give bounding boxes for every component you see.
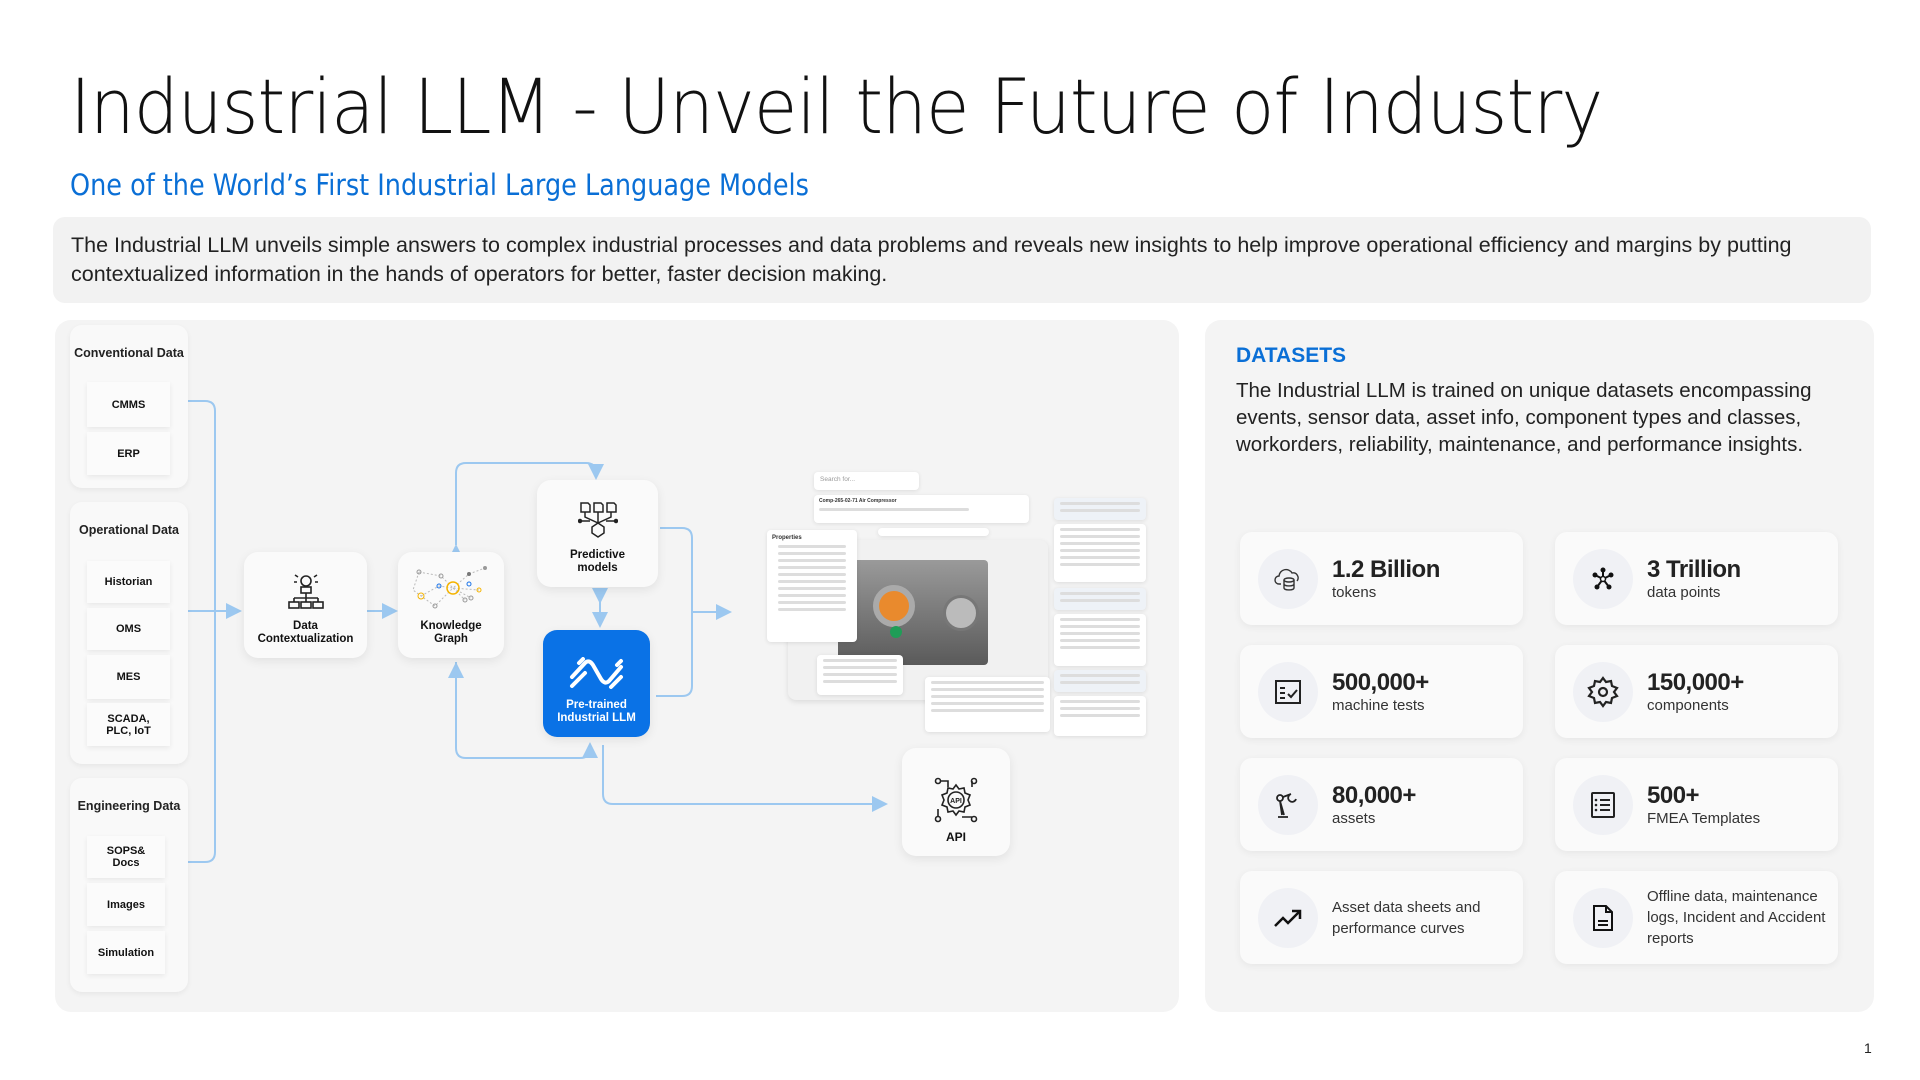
dataset-value: 80,000+ — [1332, 781, 1416, 809]
connector-outputs-bracket — [656, 527, 693, 697]
dataset-value: 150,000+ — [1647, 668, 1744, 696]
app-comparison-table — [925, 677, 1050, 732]
app-notifications-card — [817, 655, 903, 695]
node-api: API API — [902, 748, 1010, 856]
connector-sources-bracket — [188, 400, 216, 863]
checklist-icon — [1275, 679, 1301, 704]
page-title: Industrial LLM - Unveil the Future of In… — [70, 62, 1603, 151]
node-data-contextualization: Data Contextualization — [244, 552, 367, 658]
node-predictive-models: Predictive models — [537, 480, 658, 587]
datasets-description: The Industrial LLM is trained on unique … — [1236, 379, 1812, 456]
app-chat-column — [1054, 498, 1146, 744]
dataset-text: Asset data sheets and performance curves — [1332, 898, 1481, 937]
source-historian: Historian — [87, 561, 170, 603]
node-label: Data Contextualization — [257, 620, 354, 645]
dataset-value: 3 Trillion — [1647, 555, 1741, 583]
dataset-value: 500+ — [1647, 781, 1700, 809]
datasets-title: DATASETS — [1236, 344, 1347, 367]
node-label: Pre-trained Industrial LLM — [557, 699, 636, 724]
app-search-input: Search for... — [814, 472, 919, 490]
dataset-label: FMEA Templates — [1647, 809, 1761, 827]
robot-arm-icon — [1276, 792, 1297, 818]
connector-llm-to-kg — [455, 662, 598, 759]
description-box: The Industrial LLM unveils simple answer… — [53, 217, 1871, 303]
hub-nodes-icon — [1592, 567, 1614, 589]
dataset-label: components — [1647, 696, 1729, 714]
cloud-database-icon — [1274, 568, 1299, 591]
description-text: The Industrial LLM unveils simple answer… — [71, 233, 1792, 286]
app-properties-card: Properties — [767, 530, 857, 642]
group-title: Engineering Data — [77, 799, 181, 813]
source-sops-docs: SOPS& Docs — [87, 836, 165, 878]
source-images: Images — [87, 883, 165, 926]
industrial-llm-logo-icon — [569, 657, 623, 689]
source-cmms: CMMS — [87, 382, 170, 427]
app-properties-title: Properties — [772, 535, 802, 541]
node-pretrained-llm: Pre-trained Industrial LLM — [543, 630, 650, 737]
list-document-icon — [1591, 791, 1615, 818]
app-toolbar — [878, 528, 989, 536]
connector-kg-to-predictive — [455, 462, 604, 545]
node-label: API — [945, 830, 966, 844]
source-scada: SCADA, PLC, IoT — [87, 703, 170, 746]
dataset-card-machine-tests: 500,000+machine tests — [1240, 645, 1523, 738]
gear-icon — [1587, 675, 1619, 708]
connector-llm-to-api — [602, 745, 888, 812]
trending-up-icon — [1274, 909, 1302, 927]
node-label: Predictive models — [570, 549, 625, 574]
page-subtitle: One of the World’s First Industrial Larg… — [70, 168, 809, 202]
dataset-label: machine tests — [1332, 696, 1425, 714]
model-network-icon — [577, 502, 618, 538]
dataset-card-fmea: 500+FMEA Templates — [1555, 758, 1838, 851]
network-graph-icon — [412, 566, 487, 609]
dataset-label: data points — [1647, 583, 1721, 601]
svg-text:API: API — [950, 798, 962, 805]
dataset-card-assets: 80,000+assets — [1240, 758, 1523, 851]
node-knowledge-graph: Knowledge Graph — [398, 552, 504, 658]
node-label: Knowledge Graph — [420, 620, 482, 645]
bell-icon — [890, 626, 902, 638]
dataset-card-components: 150,000+components — [1555, 645, 1838, 738]
dataset-value: 1.2 Billion — [1332, 555, 1440, 583]
app-preview-screenshot: Search for... Comp-265-02-71 Air Compres… — [763, 472, 1153, 740]
lightbulb-hierarchy-icon — [287, 574, 324, 609]
dataset-value: 500,000+ — [1332, 668, 1429, 696]
source-erp: ERP — [87, 432, 170, 475]
source-oms: OMS — [87, 608, 170, 650]
page-number: 1 — [1864, 1040, 1872, 1056]
document-icon — [1593, 904, 1613, 931]
source-simulation: Simulation — [87, 931, 165, 974]
source-mes: MES — [87, 655, 170, 699]
dataset-label: assets — [1332, 809, 1376, 827]
dataset-card-datasheets: Asset data sheets and performance curves — [1240, 871, 1523, 964]
group-title: Conventional Data — [74, 346, 184, 360]
group-title: Operational Data — [78, 523, 180, 537]
app-asset-header: Comp-265-02-71 Air Compressor — [814, 495, 1029, 523]
dataset-text: Offline data, maintenance logs, Incident… — [1647, 888, 1826, 947]
dataset-label: tokens — [1332, 583, 1377, 601]
api-gear-icon: API — [934, 777, 978, 823]
dataset-card-offline-data: Offline data, maintenance logs, Incident… — [1555, 871, 1838, 964]
app-asset-title: Comp-265-02-71 Air Compressor — [819, 498, 897, 504]
